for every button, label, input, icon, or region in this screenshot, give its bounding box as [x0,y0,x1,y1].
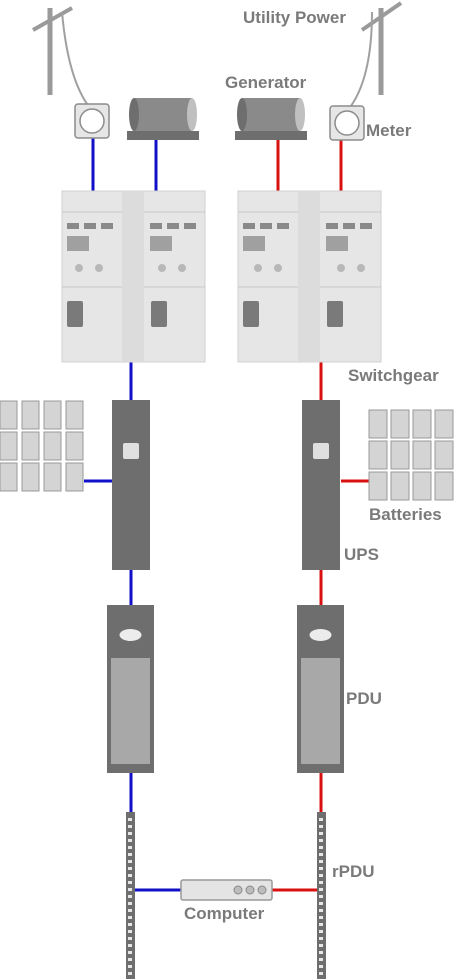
label-batteries: Batteries [369,505,442,524]
pdu-right [297,605,344,773]
label-switchgear: Switchgear [348,366,439,385]
rpdu-outlet [319,867,323,870]
rpdu-outlet [319,853,323,856]
ups-left [112,400,150,570]
rpdu-outlet [128,951,132,954]
rpdu-outlet [319,902,323,905]
label-computer: Computer [184,904,265,923]
pdu-left [107,605,154,773]
rpdu-outlet [319,909,323,912]
rpdu-outlet [128,916,132,919]
rpdu-outlet [128,881,132,884]
label-meter: Meter [366,121,412,140]
label-ups: UPS [344,545,379,564]
rpdu-outlet [319,958,323,961]
rpdu-outlet [319,916,323,919]
rpdu-outlet [319,972,323,975]
rpdu-outlet [128,832,132,835]
rpdu-outlet [319,944,323,947]
battery-bank-right [368,409,454,501]
utility-pole-left-icon [32,6,91,109]
rpdu-outlet [319,818,323,821]
rpdu-outlet [128,923,132,926]
computer-icon [180,879,273,901]
power-lines [84,138,369,892]
rpdu-outlet [128,853,132,856]
rpdu-outlet [319,825,323,828]
rpdu-outlet [128,874,132,877]
rpdu-outlet [128,895,132,898]
switchgear-right [237,190,382,363]
rpdu-outlet [128,867,132,870]
rpdu-outlet [319,930,323,933]
rpdu-outlet [128,902,132,905]
rpdu-outlet [128,937,132,940]
rpdu-outlet [319,881,323,884]
rpdu-outlet [319,923,323,926]
rpdu-outlet [319,860,323,863]
battery-bank-left [0,400,84,492]
rpdu-outlet [128,909,132,912]
switchgear-left [61,190,206,363]
utility-pole-right-icon [347,1,403,111]
rpdu-outlet [319,832,323,835]
rpdu-outlet [128,930,132,933]
rpdu-outlet [128,825,132,828]
rpdu-outlet [319,839,323,842]
rpdu-outlet [128,839,132,842]
generator-left-icon [127,98,199,140]
rpdu-outlet [319,895,323,898]
rpdu-right [317,812,326,979]
generator-right-icon [235,98,307,140]
label-utility-power: Utility Power [243,8,346,27]
rpdu-outlet [128,965,132,968]
label-pdu: PDU [346,689,382,708]
meter-left-icon [74,103,110,139]
rpdu-outlet [128,818,132,821]
rpdu-outlet [319,888,323,891]
meter-right-icon [329,105,365,141]
rpdu-outlet [319,951,323,954]
rpdu-outlet [128,860,132,863]
label-generator: Generator [225,73,307,92]
rpdu-outlet [319,874,323,877]
rpdu-outlet [128,846,132,849]
rpdu-left [126,812,135,979]
label-rpdu: rPDU [332,862,375,881]
ups-right [302,400,340,570]
rpdu-outlet [128,888,132,891]
rpdu-outlet [128,958,132,961]
rpdu-outlet [319,937,323,940]
rpdu-outlet [128,972,132,975]
rpdu-outlet [319,965,323,968]
rpdu-outlet [319,846,323,849]
rpdu-outlet [128,944,132,947]
